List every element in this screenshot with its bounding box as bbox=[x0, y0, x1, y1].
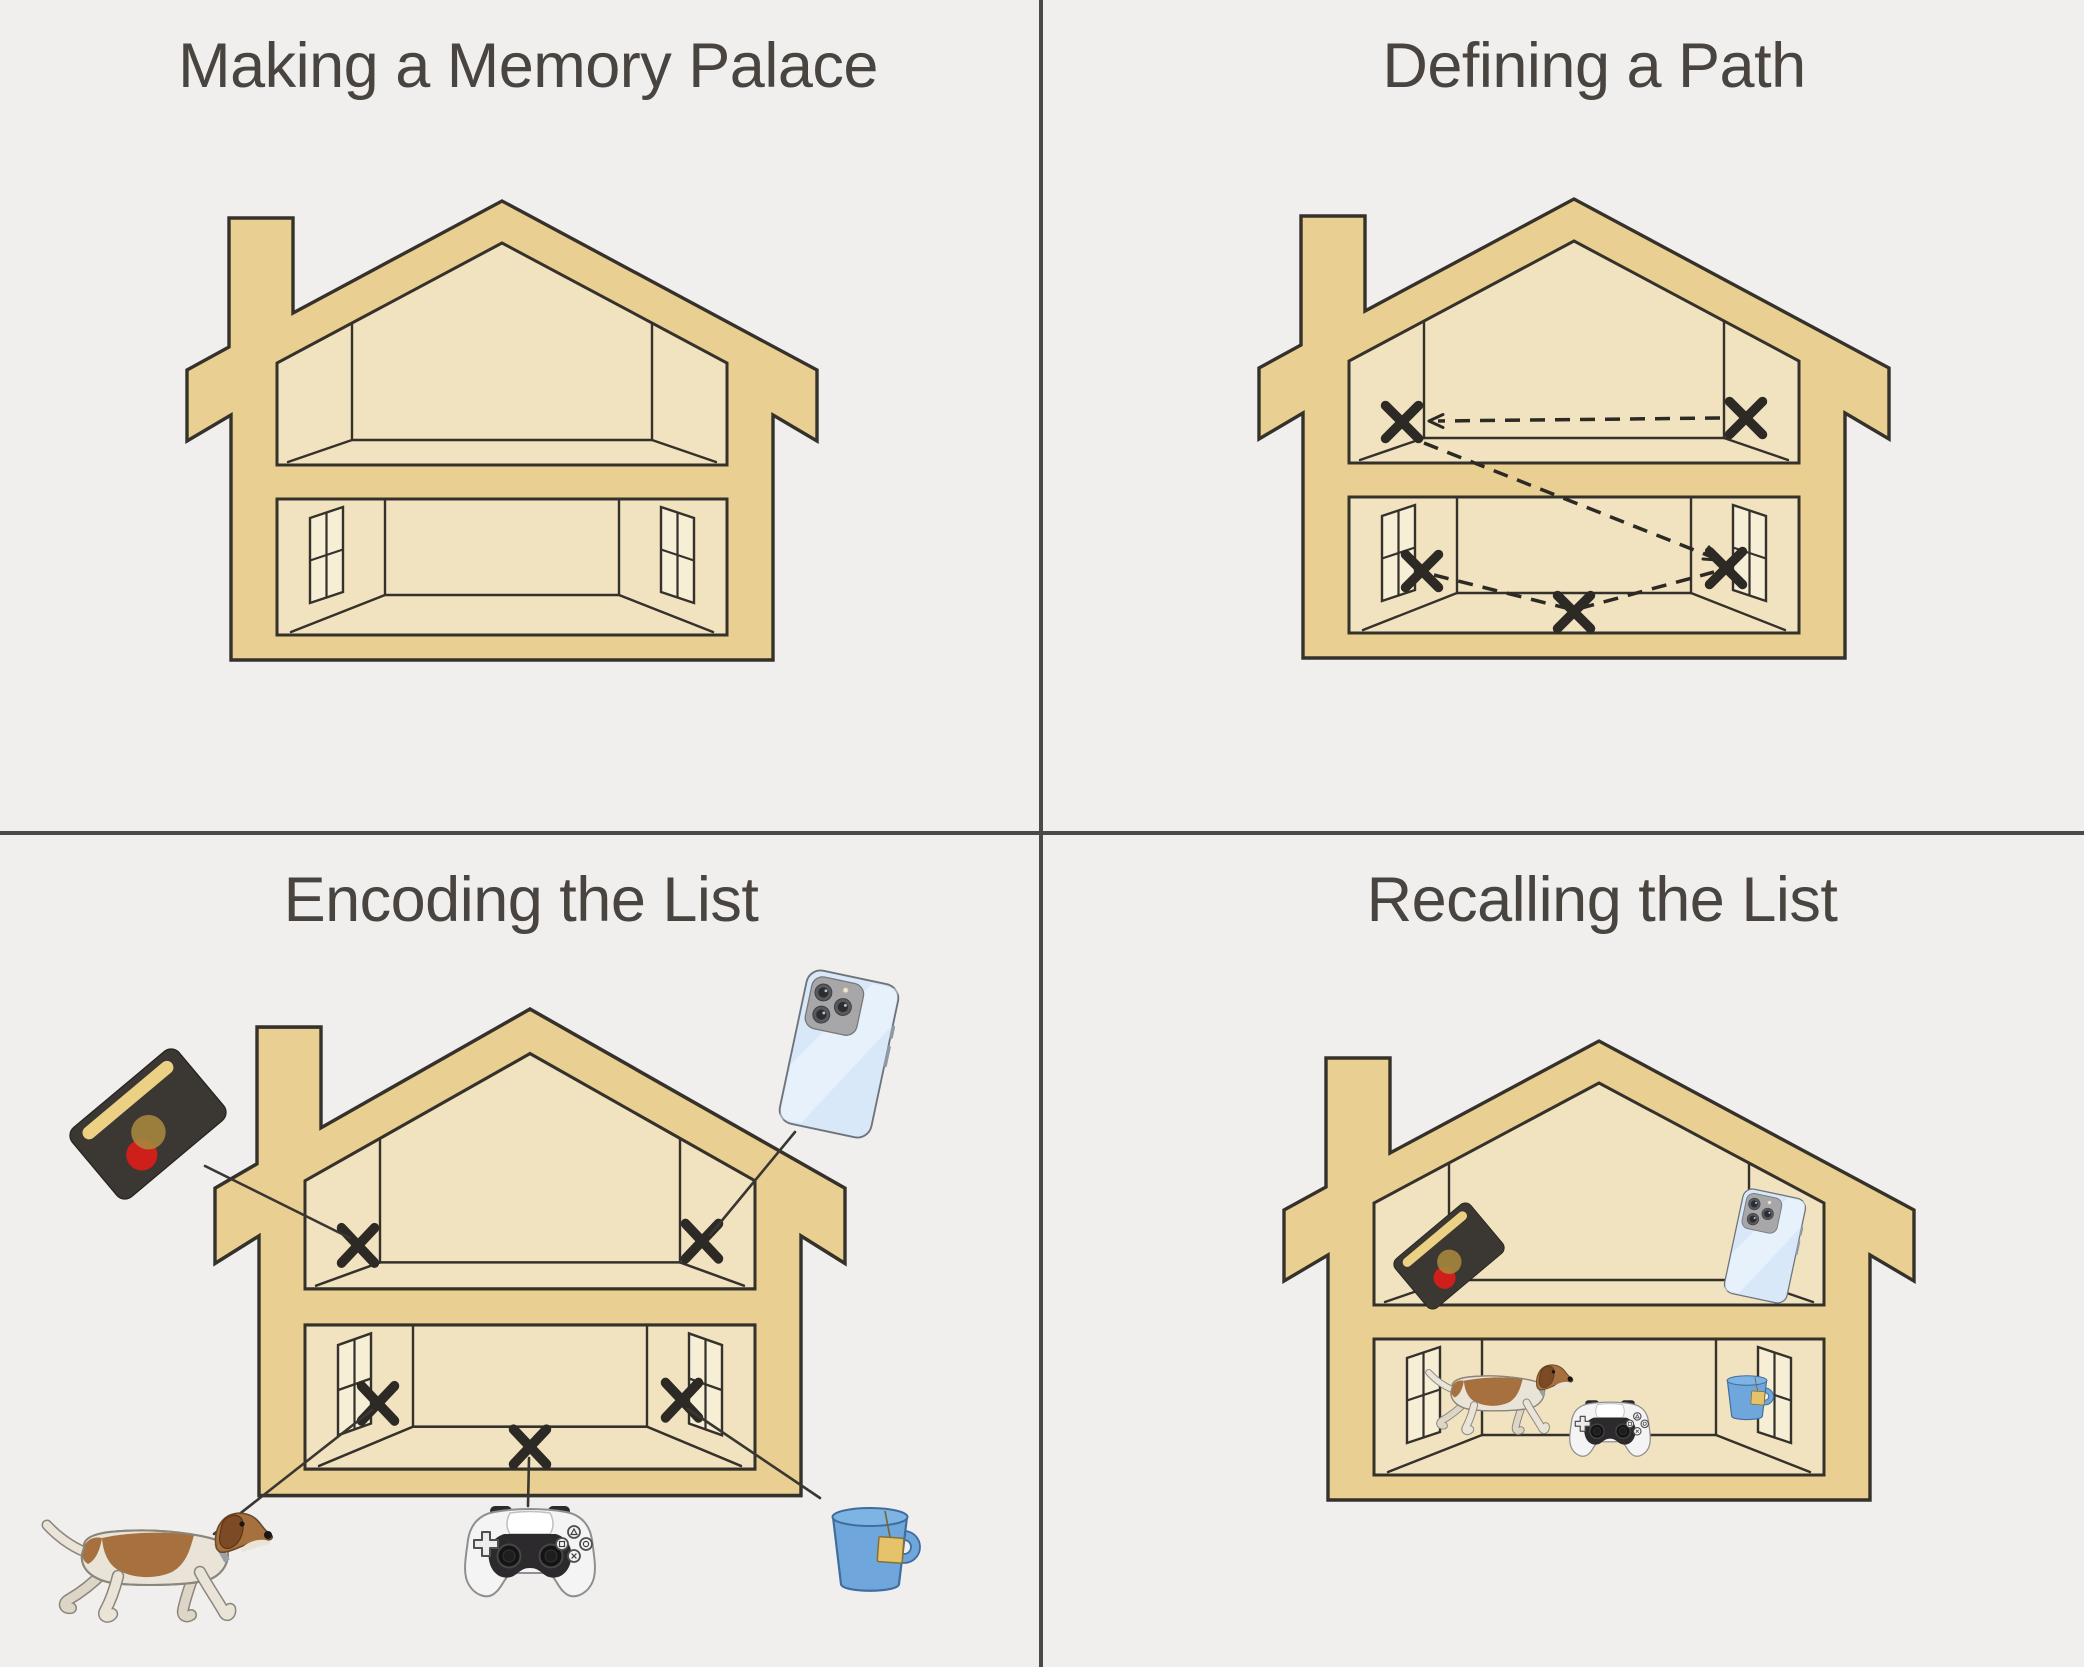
window-left bbox=[336, 1331, 373, 1437]
window-left bbox=[1380, 503, 1417, 603]
attic-room bbox=[275, 241, 729, 467]
dog-icon bbox=[41, 1512, 273, 1623]
window-left bbox=[308, 505, 345, 605]
mug-icon bbox=[831, 1507, 921, 1592]
x-mark-lower-center bbox=[1552, 590, 1596, 634]
teabag-tag bbox=[1750, 1390, 1766, 1406]
touchpad bbox=[1595, 1403, 1625, 1419]
x-mark-attic-right bbox=[1724, 396, 1768, 440]
mug-icon bbox=[1726, 1375, 1774, 1421]
ear bbox=[218, 1514, 244, 1549]
house-illustration-recalling bbox=[1282, 1039, 1916, 1502]
teabag-string bbox=[884, 1510, 891, 1538]
house-illustration bbox=[1257, 197, 1891, 660]
panel-recalling-the-list: Recalling the List bbox=[1042, 834, 2084, 1667]
face-button bbox=[1625, 1419, 1635, 1429]
teabag-tag bbox=[876, 1535, 905, 1564]
connector-line bbox=[203, 1164, 352, 1240]
x-mark-attic-left bbox=[1380, 400, 1424, 444]
rump-patch bbox=[82, 1537, 102, 1564]
eye bbox=[1551, 1370, 1556, 1374]
arrowhead-left bbox=[1427, 413, 1445, 429]
connector-line bbox=[708, 1130, 797, 1237]
panel-making-a-memory-palace: Making a Memory Palace bbox=[0, 0, 1042, 833]
path-attic-segment bbox=[1437, 416, 1721, 423]
house-illustration-path bbox=[1257, 197, 1891, 660]
x-mark-lower-right bbox=[1704, 546, 1748, 590]
touchpad bbox=[506, 1510, 554, 1535]
nose bbox=[1567, 1376, 1573, 1382]
saddle-patch bbox=[1463, 1377, 1523, 1406]
ear bbox=[1538, 1365, 1555, 1388]
path-diagonal-segment bbox=[1423, 441, 1713, 559]
panel-defining-a-path: Defining a Path bbox=[1042, 0, 2084, 833]
snout bbox=[1552, 1381, 1572, 1390]
d-pad bbox=[473, 1531, 499, 1557]
credit-card-icon bbox=[1393, 1202, 1505, 1310]
smartphone-icon bbox=[778, 969, 900, 1139]
credit-card-icon bbox=[69, 1048, 227, 1200]
panel-title: Making a Memory Palace bbox=[178, 31, 878, 101]
rump-patch bbox=[1451, 1380, 1464, 1398]
room-perspective-lines bbox=[1358, 319, 1790, 632]
face-button bbox=[579, 1537, 593, 1551]
dog-icon bbox=[1425, 1364, 1574, 1436]
lower-room bbox=[275, 497, 729, 637]
panel-title: Defining a Path bbox=[1382, 31, 1806, 101]
eye bbox=[239, 1521, 245, 1527]
panel-title: Encoding the List bbox=[283, 865, 759, 935]
window-left bbox=[1405, 1345, 1442, 1445]
x-mark-lower-center bbox=[508, 1424, 552, 1470]
connector-line bbox=[686, 1407, 822, 1500]
game-controller-icon bbox=[1569, 1400, 1651, 1457]
connector-line bbox=[526, 1456, 531, 1508]
x-mark-attic-left bbox=[336, 1222, 380, 1268]
window-right bbox=[659, 505, 696, 605]
house-illustration bbox=[1282, 1039, 1916, 1502]
saddle-patch bbox=[102, 1532, 194, 1578]
teabag-string bbox=[1754, 1377, 1759, 1392]
room-perspective-lines bbox=[314, 1137, 746, 1468]
smartphone-icon bbox=[1723, 1188, 1807, 1304]
game-controller-icon bbox=[464, 1506, 596, 1598]
x-mark-lower-left bbox=[1400, 549, 1444, 593]
face-button bbox=[1640, 1419, 1649, 1429]
house-illustration-encoding bbox=[41, 969, 921, 1623]
attic-room bbox=[1347, 239, 1801, 465]
horizontal-divider bbox=[0, 831, 2084, 835]
panel-encoding-the-list: Encoding the List bbox=[0, 834, 1042, 1667]
room-perspective-lines bbox=[286, 321, 718, 634]
nose bbox=[264, 1531, 272, 1539]
panel-title: Recalling the List bbox=[1366, 865, 1838, 935]
house-illustration bbox=[185, 199, 819, 662]
house-illustration-empty bbox=[185, 199, 819, 662]
attic-room bbox=[303, 1051, 757, 1291]
snout bbox=[241, 1539, 270, 1552]
face-button bbox=[555, 1537, 569, 1551]
house-illustration bbox=[213, 1007, 847, 1498]
d-pad bbox=[1574, 1415, 1591, 1432]
